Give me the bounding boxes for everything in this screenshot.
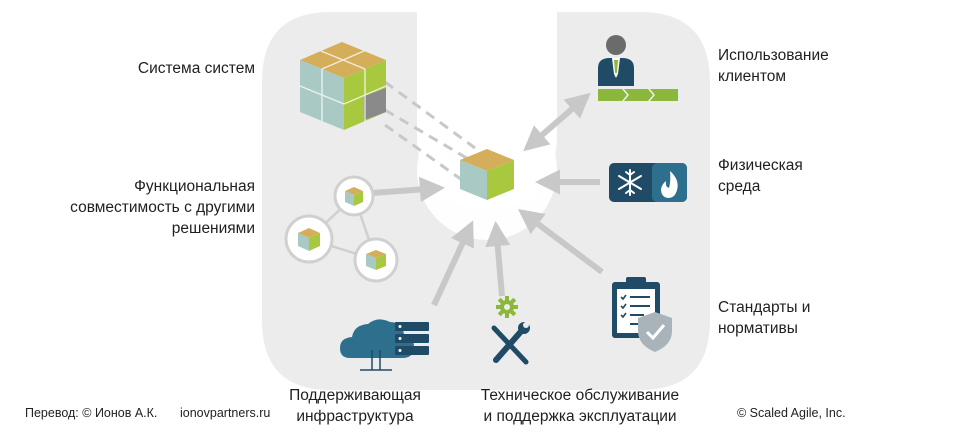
label-physical-environment: Физическая среда [718,157,803,195]
footer-copyright: © Scaled Agile, Inc. [737,406,846,420]
clipboard-shield-icon [612,277,672,352]
arrow-customer [523,92,591,152]
arrow-standards [517,208,604,275]
label-interoperability: Функциональная совместимость с другими р… [70,178,255,237]
small-cube-node [353,237,399,283]
label-standards: Стандарты и нормативы [718,299,811,337]
wrench-screwdriver-gear-icon [491,296,530,365]
cloud-server-icon [340,319,429,371]
snowflake-flame-icon [609,163,687,202]
small-cube-node [284,214,334,264]
label-customer-usage: Использование клиентом [718,47,829,85]
system-of-systems-cube-icon [299,42,387,130]
footer-site-link[interactable]: ionovpartners.ru [180,406,271,420]
arrow-maintenance [485,220,511,297]
interoperability-network-icon [284,175,399,283]
person-icon [598,35,678,101]
arrow-infrastructure [431,220,474,307]
label-infrastructure: Поддерживающая инфраструктура [289,387,421,425]
arrows [371,92,604,307]
label-maintenance: Техническое обслуживание и поддержка экс… [480,387,680,425]
arrow-interoperability [371,176,446,203]
dashed-connectors [384,80,476,182]
small-cube-node [333,175,375,217]
central-solution-cube-icon [460,149,514,200]
footer-translation: Перевод: © Ионов А.К. [25,406,158,420]
label-system-of-systems: Система систем [137,60,255,77]
